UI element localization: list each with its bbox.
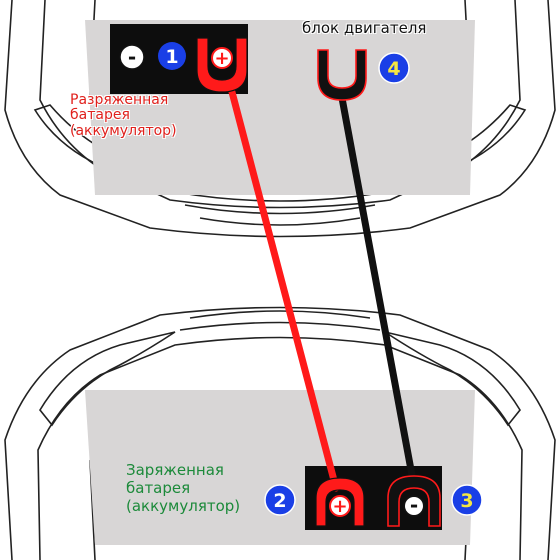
dead-battery-plus-sign: + xyxy=(214,48,229,69)
step-number-3: 3 xyxy=(460,490,473,512)
top-car-hood-outline xyxy=(4,0,556,238)
dead-battery-minus-sign: - xyxy=(128,45,136,69)
dead-battery-negative-terminal: - xyxy=(119,44,145,70)
bottom-car-right-headlight xyxy=(384,331,521,427)
dead-battery-positive-clamp: + xyxy=(196,37,248,93)
good-battery-plus-sign: + xyxy=(332,496,347,517)
bottom-car-hood-outline xyxy=(4,306,556,560)
good-battery-minus-sign: - xyxy=(410,493,418,517)
bottom-car-grille xyxy=(179,310,381,331)
good-battery-label: Заряженная батарея (аккумулятор) xyxy=(126,461,240,515)
top-car-grille xyxy=(174,191,386,226)
top-car-hood-inner xyxy=(39,0,521,209)
good-battery-label-line-2: батарея xyxy=(126,479,191,497)
engine-block-label: блок двигателя xyxy=(302,19,427,37)
dead-battery-label-line-2: батарея xyxy=(70,107,130,124)
good-battery-label-line-1: Заряженная xyxy=(126,461,224,479)
dead-battery-label-line-3: (аккумулятор) xyxy=(70,122,177,139)
good-battery-negative-clamp: - xyxy=(387,475,441,527)
step-number-4: 4 xyxy=(387,58,400,80)
engine-block-clamp xyxy=(317,49,367,101)
step-badge-4: 4 xyxy=(378,52,410,84)
step-badge-3: 3 xyxy=(451,484,483,516)
step-number-2: 2 xyxy=(273,490,286,512)
step-badge-2: 2 xyxy=(264,484,296,516)
negative-cable xyxy=(338,94,418,490)
good-battery-positive-clamp: + xyxy=(315,477,365,527)
dead-battery-label: Разряженная батарея (аккумулятор) xyxy=(70,92,177,139)
bottom-car-left-headlight xyxy=(39,331,176,427)
bottom-car-hood-inner xyxy=(37,336,523,560)
step-number-1: 1 xyxy=(165,46,178,68)
dead-battery-label-line-1: Разряженная xyxy=(70,92,169,108)
good-battery-label-line-3: (аккумулятор) xyxy=(126,497,241,515)
positive-cable xyxy=(228,88,340,492)
step-badge-1: 1 xyxy=(158,42,186,70)
